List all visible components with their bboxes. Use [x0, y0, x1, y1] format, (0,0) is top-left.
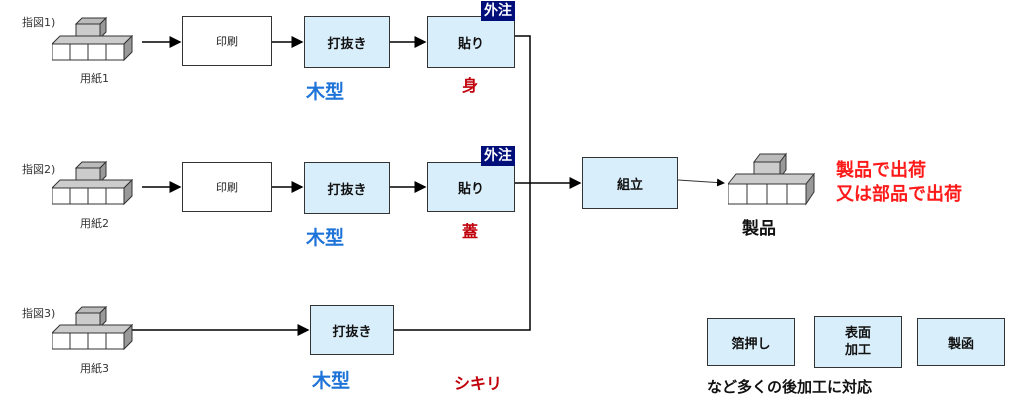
paper-blocks-icon: [52, 16, 134, 62]
mold-label-3: 木型: [312, 370, 351, 392]
paste-box-1: 貼り: [427, 16, 515, 68]
paper-3-label: 用紙3: [80, 362, 109, 375]
shipping-line-2: 又は部品で出荷: [836, 184, 962, 205]
mold-label-2: 木型: [306, 227, 345, 249]
paste-box-2: 貼り: [427, 162, 515, 212]
postprocess-foil-box: 箔押し: [707, 318, 795, 366]
part-label-2: 蓋: [462, 222, 479, 241]
paper-blocks-icon: [52, 305, 134, 351]
instruction-1-label: 指図1): [22, 16, 56, 29]
outsourced-badge-2: 外注: [481, 146, 515, 166]
punch-box-1: 打抜き: [304, 16, 390, 68]
postprocess-boxmaking-box: 製函: [917, 318, 1005, 366]
part-label-1: 身: [462, 76, 479, 95]
product-blocks-icon: [728, 152, 816, 206]
assembly-box: 組立: [582, 157, 678, 209]
mold-label-1: 木型: [306, 81, 345, 103]
paper-2-label: 用紙2: [80, 217, 109, 230]
instruction-2-label: 指図2): [22, 163, 56, 176]
postprocess-caption: など多くの後加工に対応: [707, 378, 873, 396]
print-box-2: 印刷: [182, 162, 272, 212]
product-label: 製品: [742, 219, 776, 239]
part-label-3: シキリ: [454, 374, 503, 393]
print-box-1: 印刷: [182, 16, 272, 66]
postprocess-surface-box: 表面 加工: [814, 316, 902, 368]
instruction-3-label: 指図3): [22, 307, 56, 320]
paper-1-label: 用紙1: [80, 72, 109, 85]
outsourced-badge-1: 外注: [481, 1, 515, 21]
punch-box-3: 打抜き: [310, 305, 394, 355]
paper-blocks-icon: [52, 160, 134, 206]
punch-box-2: 打抜き: [304, 162, 390, 214]
shipping-line-1: 製品で出荷: [836, 160, 926, 181]
